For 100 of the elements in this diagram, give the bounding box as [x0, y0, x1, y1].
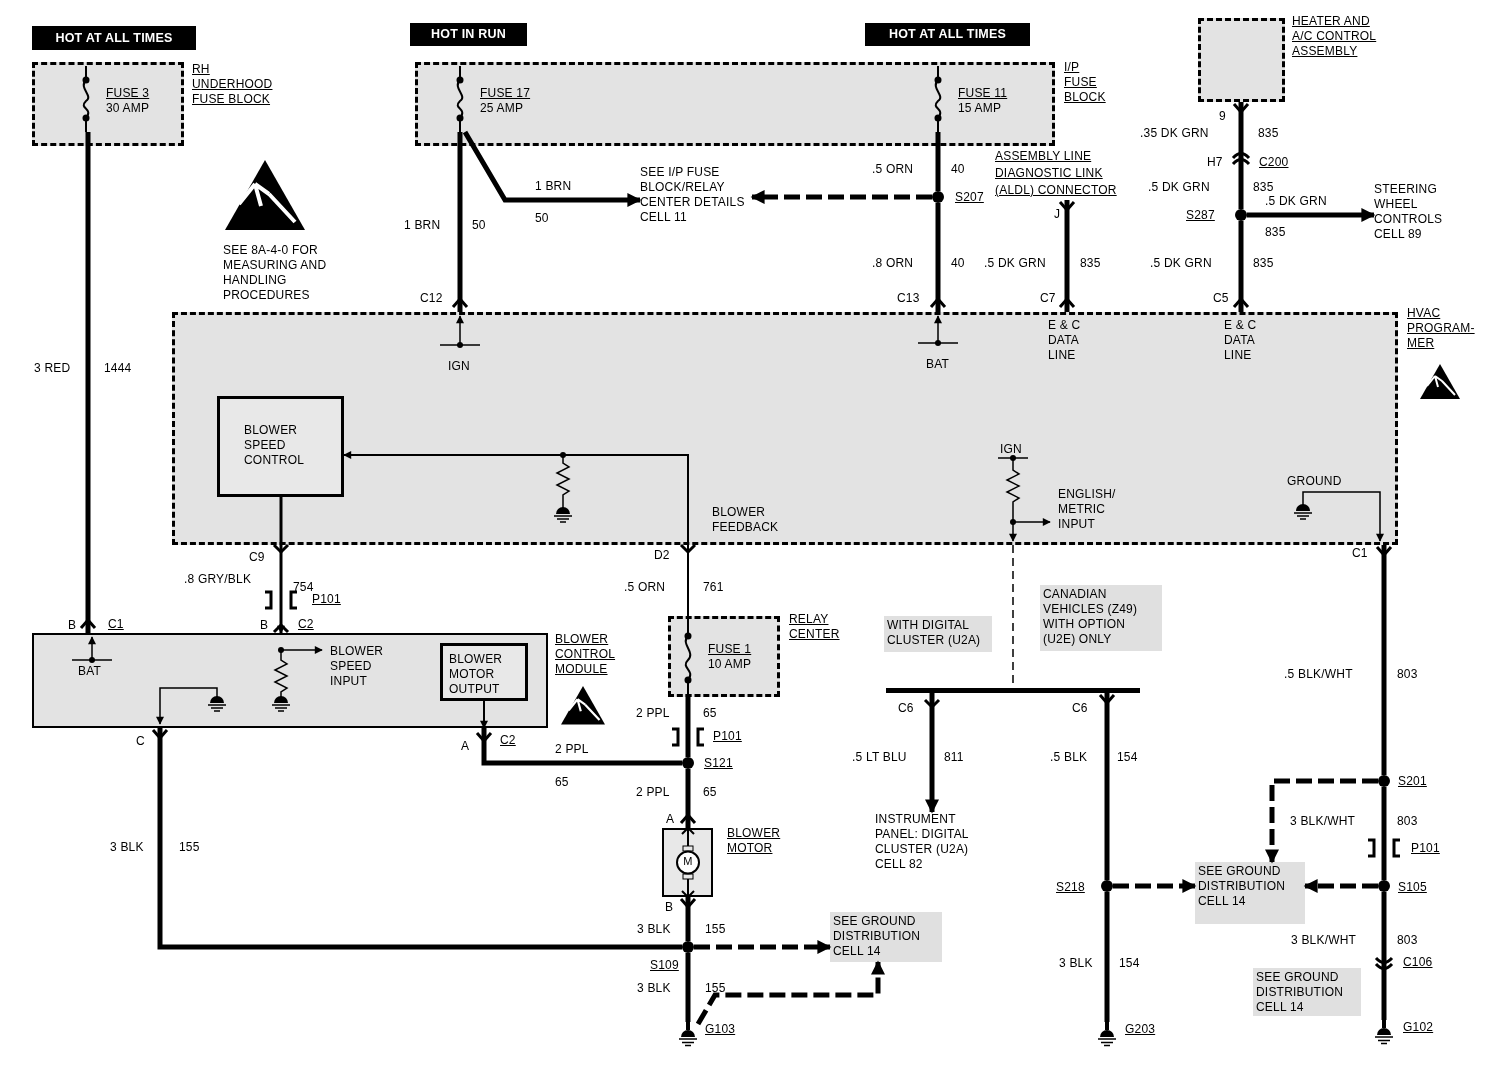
component-label: RELAY CENTER — [789, 612, 841, 642]
connector-label: C7 — [1040, 291, 1056, 306]
wire-label: 2 PPL — [555, 742, 589, 757]
splice-dot — [1378, 880, 1390, 892]
wire — [1265, 778, 1378, 864]
wire-label: 3 BLK/WHT — [1291, 933, 1357, 948]
wire — [475, 728, 682, 766]
wire-label: 154 — [1117, 750, 1138, 765]
wire — [79, 132, 97, 633]
connector-label: P101 — [1411, 841, 1440, 856]
function-block: BLOWER MOTOR OUTPUT — [440, 643, 528, 701]
reference-note: SEE GROUND DISTRIBUTION CELL 14 — [1195, 862, 1305, 924]
connector-label: C1 — [1352, 546, 1368, 561]
wire-label: 2 PPL — [636, 706, 670, 721]
connector-label: C — [136, 734, 145, 749]
relay-center — [668, 616, 780, 697]
header-banner: HOT AT ALL TIMES — [32, 26, 196, 50]
wire — [694, 940, 832, 954]
option-note: WITH DIGITAL CLUSTER (U2A) — [884, 616, 992, 652]
fuse: FUSE 11 15 AMP — [930, 66, 1020, 132]
wire-label: 50 — [472, 218, 486, 233]
wire-label: 3 BLK/WHT — [1290, 814, 1356, 829]
wire — [695, 960, 885, 1026]
ground-label: G103 — [705, 1022, 736, 1037]
wire-label: 3 BLK — [637, 981, 671, 996]
wire-label: 835 — [1258, 126, 1279, 141]
wire-label: 40 — [951, 256, 965, 271]
wire — [1098, 693, 1116, 880]
connector-label: C13 — [897, 291, 920, 306]
wire — [343, 451, 689, 623]
connector-label: C9 — [249, 550, 265, 565]
wire-label: .5 BLK/WHT — [1284, 667, 1353, 682]
wire-label: .5 DK GRN — [1150, 256, 1212, 271]
connector-label: P101 — [713, 729, 742, 744]
wire — [925, 693, 939, 814]
wire — [685, 694, 691, 757]
wire — [750, 190, 932, 204]
ground-label: G102 — [1403, 1020, 1434, 1035]
wire-label: 761 — [703, 580, 724, 595]
wire-label: 803 — [1397, 667, 1418, 682]
signal-label: BAT — [78, 664, 102, 679]
bus-bar — [886, 688, 1140, 693]
wire-label: 65 — [555, 775, 569, 790]
reference-text: INSTRUMENT PANEL: DIGITAL CLUSTER (U2A) CELL 82 — [875, 812, 993, 878]
wire — [480, 700, 488, 729]
wire — [151, 728, 682, 950]
component-label: HVAC PROGRAM- MER — [1407, 306, 1476, 351]
connector-label: C1 — [108, 617, 124, 632]
wire — [1247, 208, 1376, 222]
header-banner: HOT AT ALL TIMES — [865, 23, 1030, 46]
splice-dot — [1378, 775, 1390, 787]
wire-label: 835 — [1080, 256, 1101, 271]
fuse: FUSE 3 30 AMP — [78, 66, 170, 132]
connector-label: J — [1054, 207, 1061, 222]
signal-label: E & C DATA LINE — [1048, 318, 1082, 363]
wire-label: 50 — [535, 211, 549, 226]
fuse: FUSE 17 25 AMP — [452, 66, 540, 132]
signal-label: BLOWER SPEED INPUT — [330, 644, 385, 689]
connector-label: A — [461, 739, 470, 754]
connector-label: H7 — [1207, 155, 1223, 170]
wire-label: 155 — [705, 922, 726, 937]
wire — [1381, 892, 1387, 1020]
wire-label: 154 — [1119, 956, 1140, 971]
wire-label: 754 — [293, 580, 314, 594]
connector-label: D2 — [654, 548, 670, 563]
signal-label: ENGLISH/ METRIC INPUT — [1058, 487, 1117, 532]
wire-label: 3 BLK — [110, 840, 144, 855]
fuse-block — [32, 62, 184, 146]
wire — [1381, 787, 1387, 880]
reference-text: STEERING WHEEL CONTROLS CELL 89 — [1374, 182, 1464, 246]
wire-label: 1 BRN — [535, 179, 572, 194]
motor-symbol: M — [662, 828, 713, 897]
wire-label: 40 — [951, 162, 965, 177]
signal-label: BLOWER FEEDBACK — [712, 505, 780, 535]
wire — [1104, 892, 1110, 1022]
component-label: B — [665, 900, 674, 915]
wire-label: .8 GRY/BLK — [184, 572, 252, 587]
splice-label: S207 — [955, 190, 984, 205]
wire-label: 835 — [1253, 256, 1274, 271]
component-label: BLOWER CONTROL MODULE — [555, 632, 617, 677]
programmer-module — [172, 312, 1398, 545]
header-banner: HOT IN RUN — [410, 23, 527, 46]
splice-dot — [932, 191, 944, 203]
wire — [1375, 545, 1393, 775]
wire-label: .5 LT BLU — [852, 750, 907, 765]
reference-text: SEE I/P FUSE BLOCK/RELAY CENTER DETAILS CELL 11 — [640, 165, 752, 231]
note-text: SEE 8A-4-0 FOR MEASURING AND HANDLING PROCEDURES — [223, 243, 328, 303]
wire-label: 65 — [703, 706, 717, 721]
signal-label: GROUND — [1287, 474, 1342, 489]
connector-label: C5 — [1213, 291, 1229, 306]
wire-label: .5 ORN — [624, 580, 666, 595]
wire-label: 3 BLK — [1059, 956, 1093, 971]
wire — [679, 769, 697, 828]
wire — [1058, 200, 1076, 312]
connector-label: C12 — [420, 291, 443, 306]
ground-symbol — [1097, 1022, 1117, 1046]
wire — [1232, 221, 1250, 312]
signal-label: IGN — [1000, 442, 1022, 457]
wire-label: 2 PPL — [636, 785, 670, 800]
fuse-block — [415, 62, 1055, 146]
